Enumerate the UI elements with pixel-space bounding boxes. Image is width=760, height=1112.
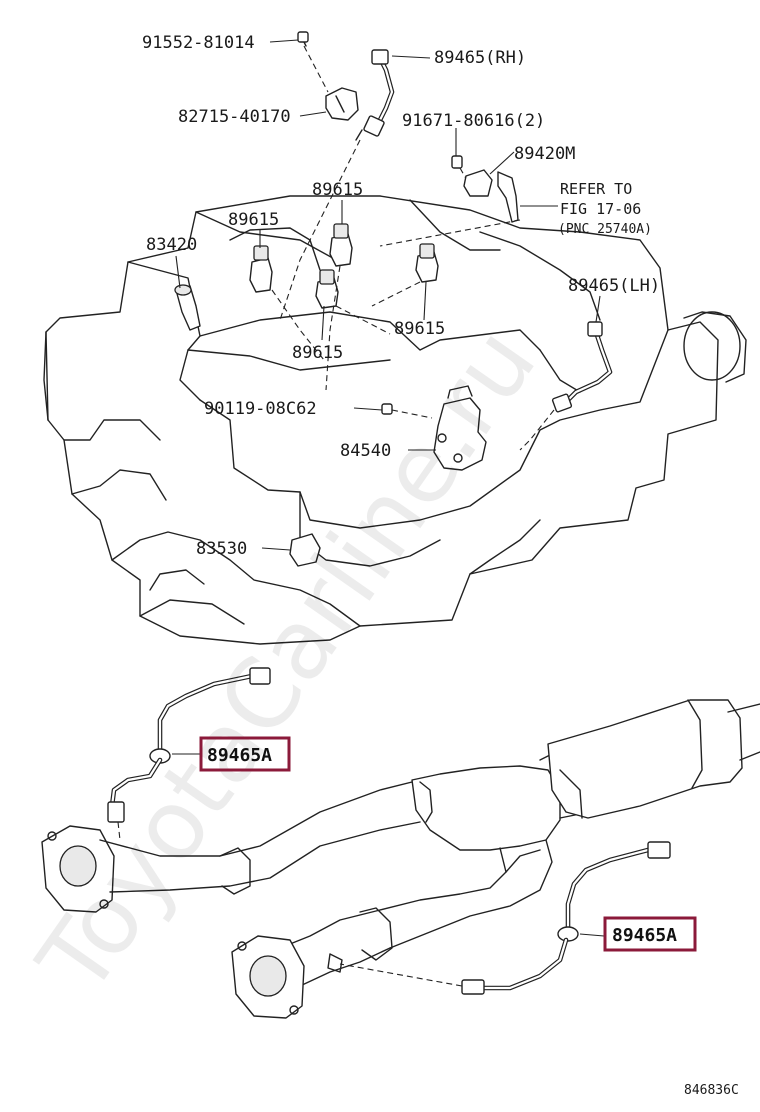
part-label-89615-right: 89615 [394,319,445,339]
part-label-89615-left: 89615 [228,210,279,230]
part-label-89615-bottom: 89615 [292,343,343,363]
sender-83420 [174,284,201,331]
part-label-83530: 83530 [196,539,247,559]
highlight-box-89465a-right [603,916,697,952]
sensor-89615-c [315,269,339,309]
oxygen-sensor-a-right [339,841,671,995]
sensor-89615-b [329,223,353,267]
oxygen-sensor-a-left [107,667,271,841]
sensor-89420m [451,155,519,223]
part-label-91552-81014: 91552-81014 [142,33,255,53]
oxygen-sensor-lh [519,321,613,451]
bracket-82715 [297,31,359,121]
switch-84540 [381,385,487,471]
exhaust-system [41,699,760,1019]
refer-to-text: REFER TO [560,180,632,198]
part-label-90119-08c62: 90119-08C62 [204,399,317,419]
switch-83530 [289,533,321,567]
refer-fig-text: FIG 17-06 [560,200,641,218]
part-label-89615-top: 89615 [312,180,363,200]
sensor-89615-a [249,245,273,293]
leader-lines [172,39,605,937]
part-label-84540: 84540 [340,441,391,461]
part-label-89465-lh: 89465(LH) [568,276,660,296]
part-label-91671-80616: 91671-80616(2) [402,111,545,131]
sensor-89615-d [415,243,439,283]
part-label-89465-rh: 89465(RH) [434,48,526,68]
part-label-83420: 83420 [146,235,197,255]
assembly-lines [271,139,521,391]
part-label-82715-40170: 82715-40170 [178,107,291,127]
diagram-code: 846836C [684,1083,739,1098]
oxygen-sensor-rh [355,49,395,141]
highlight-box-89465a-left [199,736,291,772]
refer-pnc-text: (PNC 25740A) [558,222,652,237]
engine-block [43,195,747,645]
part-label-89420m: 89420M [514,144,575,164]
part-label-89465a-right: 89465A [612,925,677,946]
part-label-89465a-left: 89465A [207,745,272,766]
